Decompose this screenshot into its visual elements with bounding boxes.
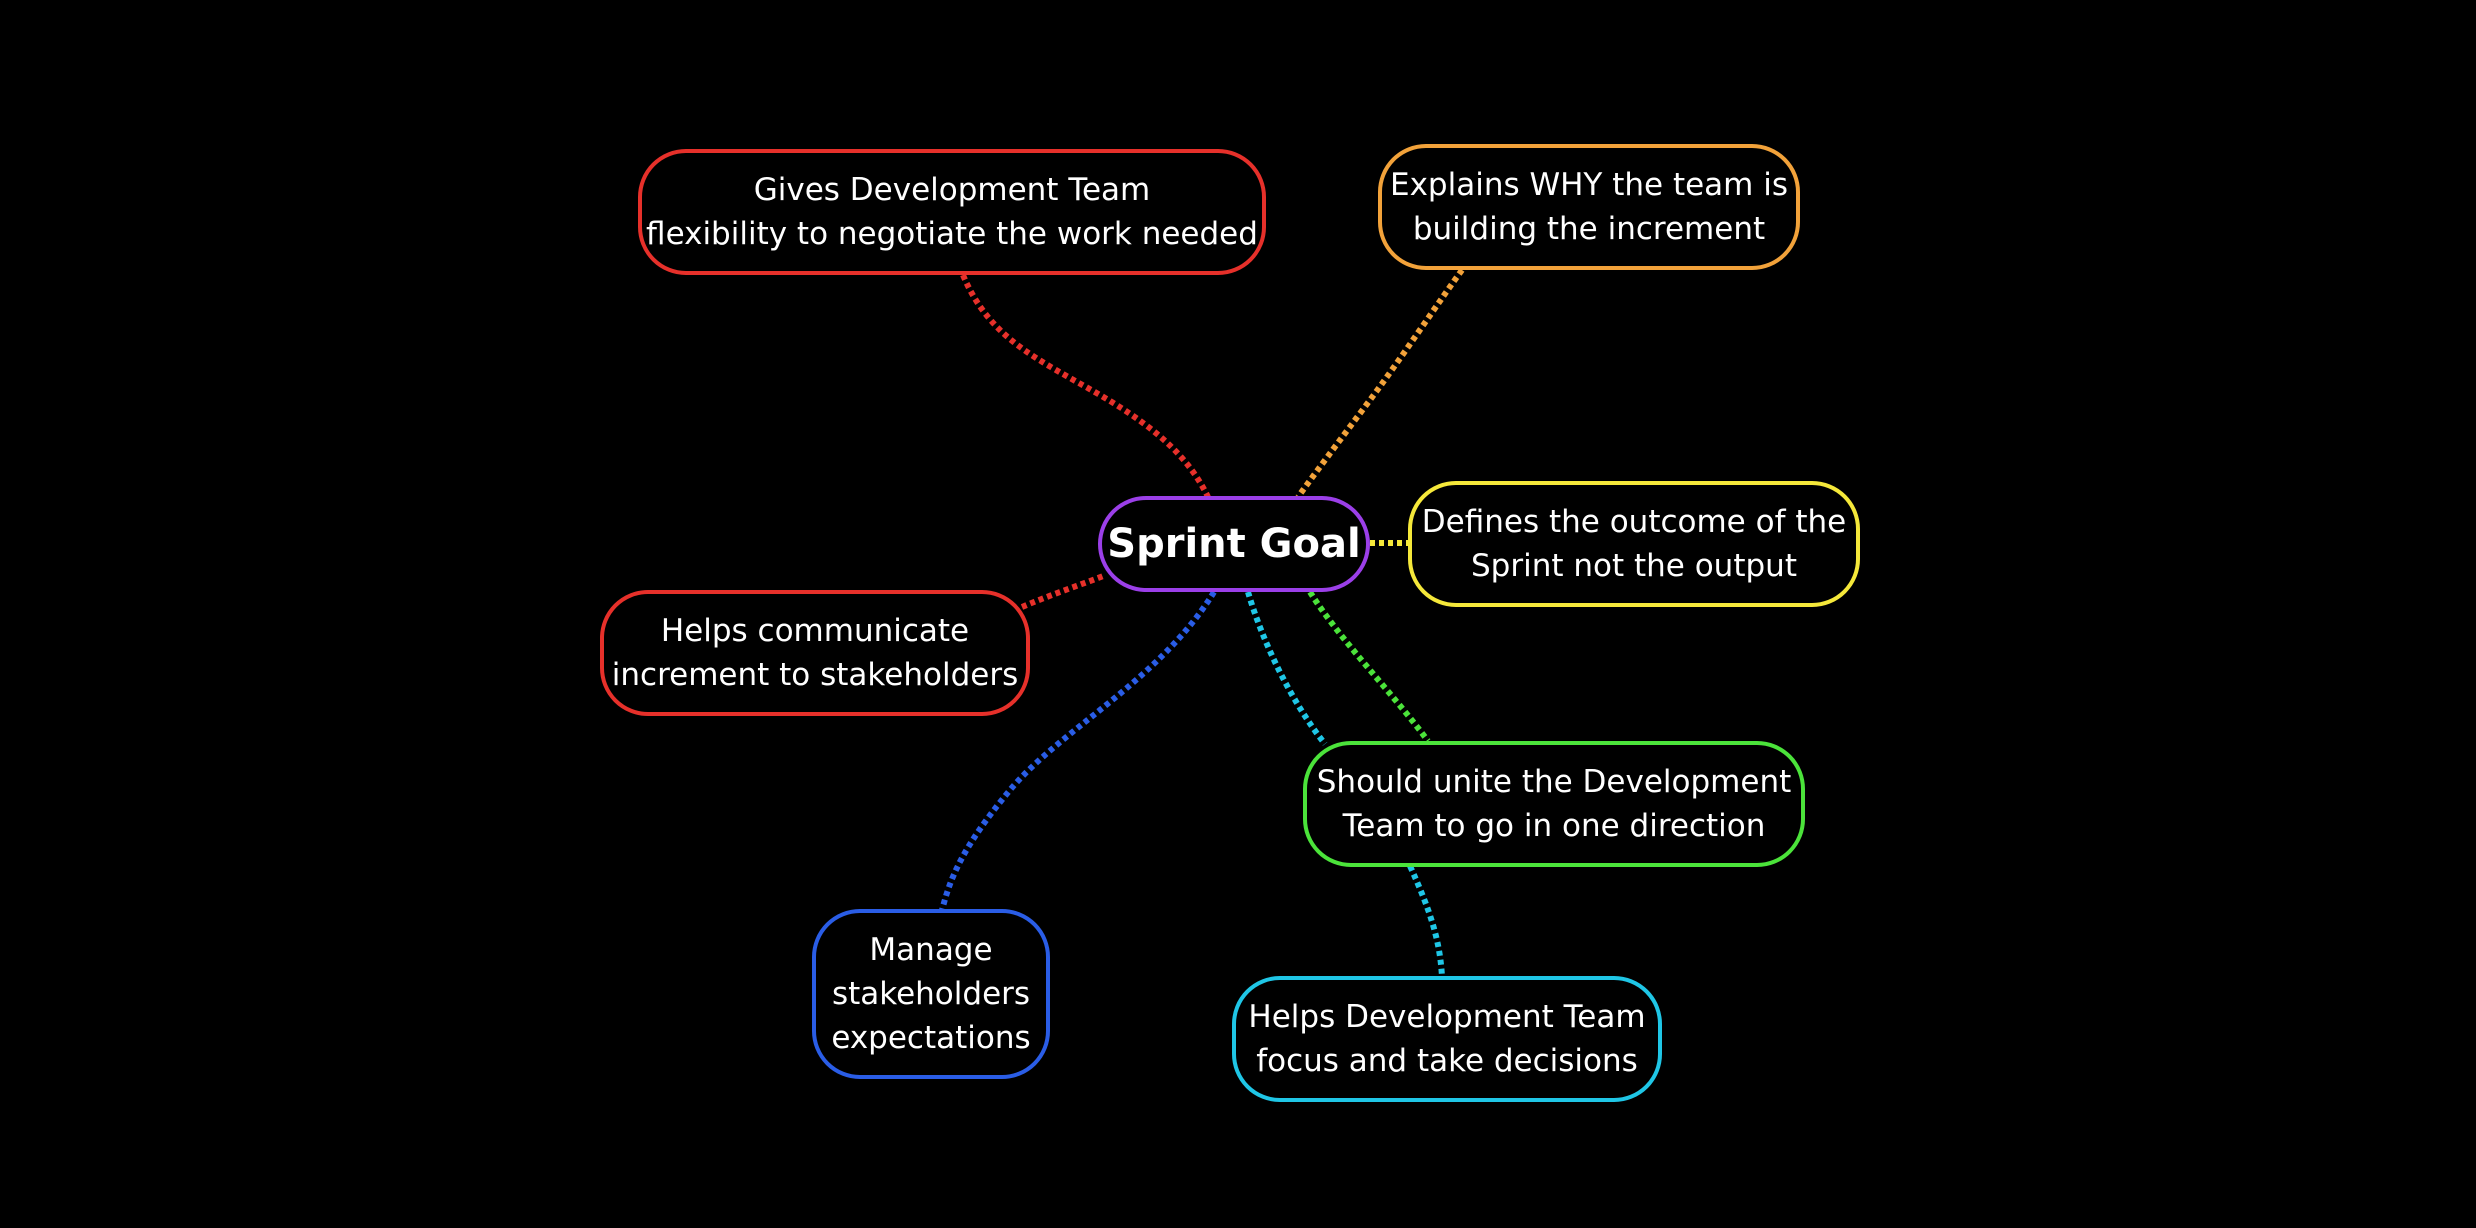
connector-focus-lower <box>1407 864 1445 978</box>
node-line: Defines the outcome of the <box>1421 504 1847 540</box>
node-line: focus and take decisions <box>1256 1043 1638 1079</box>
node-line: flexibility to negotiate the work needed <box>646 216 1258 252</box>
connector-communicate <box>1020 572 1108 610</box>
node-line: stakeholders <box>831 976 1031 1012</box>
node-line: increment to stakeholders <box>611 657 1019 693</box>
node-line: Sprint not the output <box>1471 548 1797 584</box>
central-node-label: Sprint Goal <box>1107 521 1361 567</box>
connector-focus-upper <box>1245 591 1328 746</box>
central-node-sprint-goal[interactable]: Sprint Goal <box>1098 496 1370 592</box>
node-line: Helps communicate <box>660 613 970 649</box>
node-line: Explains WHY the team is <box>1389 167 1788 203</box>
connector-unite <box>1307 590 1431 743</box>
node-line: Team to go in one direction <box>1342 808 1766 844</box>
node-line: Should unite the Development <box>1316 764 1792 800</box>
connector-flexibility <box>960 273 1211 499</box>
node-outcome[interactable]: Defines the outcome of the Sprint not th… <box>1408 481 1860 607</box>
connector-why <box>1295 268 1465 499</box>
node-expectations[interactable]: Manage stakeholders expectations <box>812 909 1050 1079</box>
node-flexibility[interactable]: Gives Development Team flexibility to ne… <box>638 149 1266 275</box>
node-unite[interactable]: Should unite the Development Team to go … <box>1303 741 1805 867</box>
node-line: Helps Development Team <box>1248 999 1646 1035</box>
node-line: Manage <box>869 932 993 968</box>
node-line: expectations <box>831 1020 1031 1056</box>
node-line: building the increment <box>1412 211 1766 247</box>
node-communicate[interactable]: Helps communicate increment to stakehold… <box>600 590 1030 716</box>
node-why[interactable]: Explains WHY the team is building the in… <box>1378 144 1800 270</box>
node-focus[interactable]: Helps Development Team focus and take de… <box>1232 976 1662 1102</box>
node-line: Gives Development Team <box>753 172 1151 208</box>
